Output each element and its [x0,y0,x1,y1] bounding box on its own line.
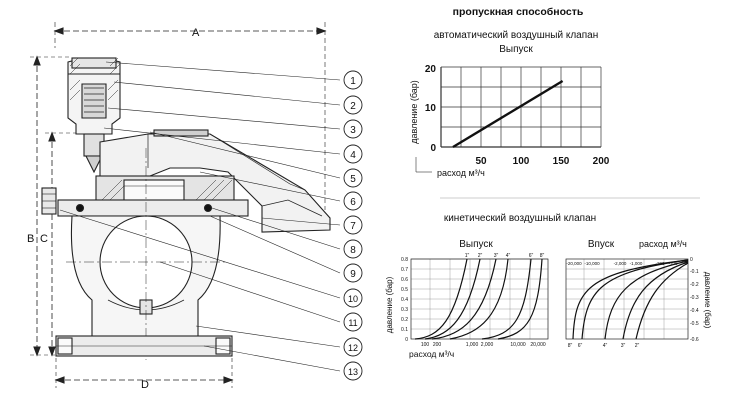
callout-3: 3 [350,125,356,136]
callout-circle-11 [343,312,363,332]
inlet-curve-6: 6" [578,343,583,349]
auto-ylabel: давление (бар) [409,80,419,144]
callout-circle-4 [343,144,363,164]
auto-xtick-200: 200 [593,156,610,167]
inlet-curve-8: 8" [568,343,573,349]
callout-13: 13 [348,367,358,377]
callout-circle-7 [343,215,363,235]
outlet-xtick-100: 100 [421,342,430,348]
outlet-ytick-8: 0 [405,337,408,343]
outlet-xtick-20000: 20,000 [530,342,546,348]
outlet-ytick-4: 0.4 [401,297,408,303]
callout-list [343,70,363,381]
callout-2: 2 [350,101,356,112]
callout-circle-13 [343,361,363,381]
auto-xtick-150: 150 [553,156,570,167]
auto-ytick-10: 10 [425,103,437,114]
inlet-xtick-1000: -1,000 [630,261,643,266]
callout-circle-3 [343,119,363,139]
inlet-curve-4: 4" [603,343,608,349]
callout-circle-8 [343,239,363,259]
inlet-ytick-4: -0.4 [690,308,699,314]
inlet-xtick-0: 0 [685,261,688,266]
outlet-curve-2: 2" [478,253,483,259]
outlet-ylabel: давление (бар) [385,276,394,333]
callout-6: 6 [350,197,356,208]
inlet-xtick-10000: -10,000 [584,261,600,266]
inlet-curve-2: 2" [635,343,640,349]
dim-label-d: D [141,379,149,391]
callout-8: 8 [350,245,356,256]
kinetic-outlet-title: Выпуск [459,239,493,250]
inlet-xtick-20000: -20,000 [566,261,582,266]
dim-label-a: A [192,27,200,39]
inlet-curve-3: 3" [621,343,626,349]
kinetic-chart-title: кинетический воздушный клапан [444,213,596,224]
callout-circle-10 [343,288,363,308]
auto-xtick-100: 100 [513,156,530,167]
callout-12: 12 [348,343,358,353]
inlet-ylabel: давление (бар) [703,272,712,329]
outlet-xtick-2000: 2,000 [481,342,494,348]
inlet-ytick-0: 0 [690,257,693,263]
outlet-ytick-0: 0.8 [401,257,408,263]
kinetic-outlet-chart: Выпуск 1" 2" 3" 4" 6" 8" 0. [385,239,549,359]
auto-chart-subtitle: Выпуск [499,44,533,55]
outlet-curve-6: 6" [529,253,534,259]
kinetic-inlet-chart: Впуск расход м³/ч -20,000 -10,000 -2,000… [565,239,712,349]
inlet-ytick-6: -0.6 [690,337,699,343]
auto-chart-title: автоматический воздушный клапан [434,30,599,41]
callout-circle-9 [343,263,363,283]
outlet-ytick-3: 0.5 [401,287,408,293]
callout-11: 11 [348,318,357,328]
outlet-xtick-1000: 1,000 [466,342,479,348]
callout-5: 5 [350,174,356,185]
dim-label-c: C [40,233,48,245]
dim-label-b: B [27,233,34,245]
auto-ytick-0: 0 [430,143,436,154]
outlet-ytick-6: 0.2 [401,317,408,323]
inlet-ytick-5: -0.5 [690,321,699,327]
inlet-ytick-3: -0.3 [690,295,699,301]
outlet-curve-4: 4" [506,253,511,259]
callout-1: 1 [350,76,356,87]
auto-ytick-20: 20 [425,64,437,75]
outlet-xtick-200: 200 [433,342,442,348]
callout-circle-12 [343,337,363,357]
inlet-ytick-2: -0.2 [690,282,699,288]
inlet-xtick-100: -100 [668,261,678,266]
kinetic-inlet-title: Впуск [588,239,615,250]
outlet-ytick-5: 0.3 [401,307,408,313]
outlet-curve-1: 1" [465,253,470,259]
callout-circle-5 [343,168,363,188]
inlet-xtick-2000: -2,000 [614,261,627,266]
auto-xlabel: расход м³/ч [437,168,485,178]
callout-circle-6 [343,191,363,211]
outlet-xtick-10000: 10,000 [510,342,526,348]
outlet-curve-8: 8" [540,253,545,259]
callout-7: 7 [350,221,356,232]
callout-9: 9 [350,269,356,280]
outlet-ytick-1: 0.7 [401,267,408,273]
callout-circle-1 [343,70,363,90]
auto-valve-chart: автоматический воздушный клапан Выпуск 2… [409,30,610,178]
auto-series-line [452,79,564,149]
outlet-ytick-7: 0.1 [401,327,408,333]
capacity-title: пропускная способность [453,6,584,18]
callout-4: 4 [350,150,356,161]
callout-circle-2 [343,95,363,115]
auto-xtick-50: 50 [475,156,487,167]
valve-drawing [30,22,341,388]
outlet-ytick-2: 0.6 [401,277,408,283]
outlet-curve-3: 3" [494,253,499,259]
callout-10: 10 [348,294,358,304]
inlet-xtick-200: -200 [655,261,665,266]
inlet-ytick-1: -0.1 [690,269,699,275]
inlet-xlabel: расход м³/ч [639,239,687,249]
outlet-xlabel: расход м³/ч [409,349,454,359]
